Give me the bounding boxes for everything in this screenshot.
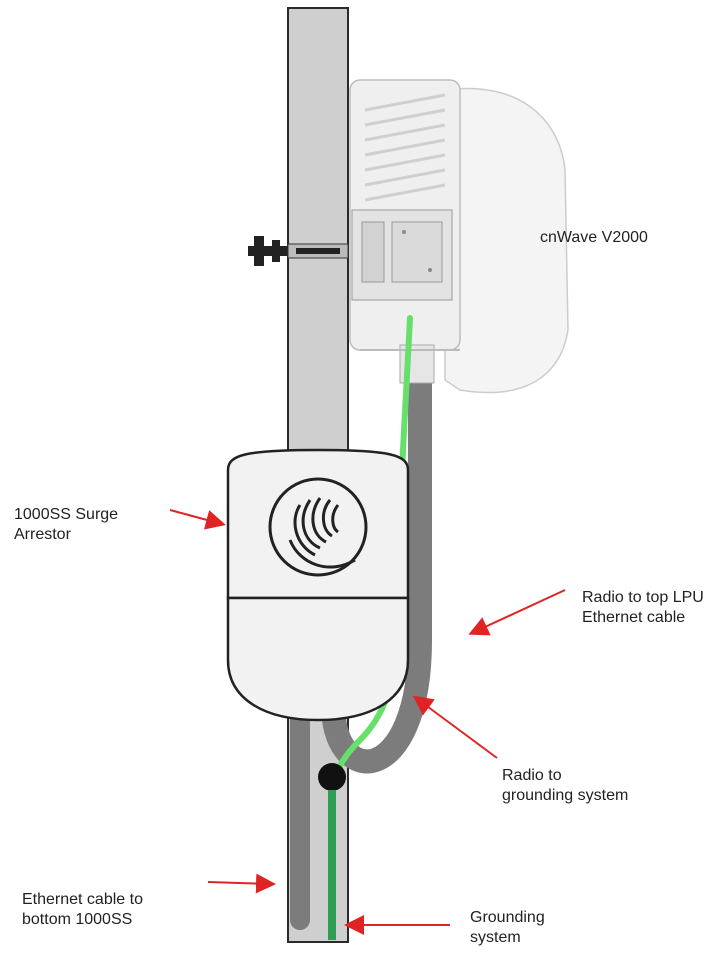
- label-surge-arrestor: 1000SS Surge Arrestor: [14, 505, 118, 545]
- label-grounding-system-line2: system: [470, 929, 521, 946]
- label-bottom-ethernet-line2: bottom 1000SS: [22, 911, 133, 928]
- label-radio-text: cnWave V2000: [540, 229, 648, 246]
- label-bottom-ethernet: Ethernet cable to bottom 1000SS: [22, 890, 143, 930]
- label-bottom-ethernet-line1: Ethernet cable to: [22, 891, 143, 908]
- label-grounding-system-line1: Grounding: [470, 909, 545, 926]
- radio-unit: [349, 79, 569, 394]
- label-radio-grounding: Radio to grounding system: [502, 766, 628, 806]
- arrow-bottom-ethernet: [207, 873, 276, 894]
- label-surge-arrestor-line1: 1000SS Surge: [14, 506, 119, 523]
- radio-lpu-ethernet-cable: [320, 368, 432, 774]
- grounding-junction: [318, 763, 346, 791]
- label-radio-grounding-line1: Radio to: [502, 767, 562, 784]
- arrow-top-lpu-cable: [468, 589, 566, 636]
- cambium-logo-icon: [268, 477, 368, 577]
- label-radio: cnWave V2000: [540, 228, 648, 248]
- pole-clamp: [248, 236, 349, 266]
- arrow-radio-grounding: [412, 695, 498, 759]
- label-grounding-system: Grounding system: [470, 908, 545, 948]
- label-radio-grounding-line2: grounding system: [502, 787, 629, 804]
- label-top-lpu-cable-line1: Radio to top LPU: [582, 589, 704, 606]
- label-top-lpu-cable: Radio to top LPU Ethernet cable: [582, 588, 704, 628]
- label-surge-arrestor-line2: Arrestor: [14, 526, 71, 543]
- surge-arrestor: [226, 448, 410, 722]
- arrow-surge-arrestor: [169, 509, 226, 530]
- label-top-lpu-cable-line2: Ethernet cable: [582, 609, 686, 626]
